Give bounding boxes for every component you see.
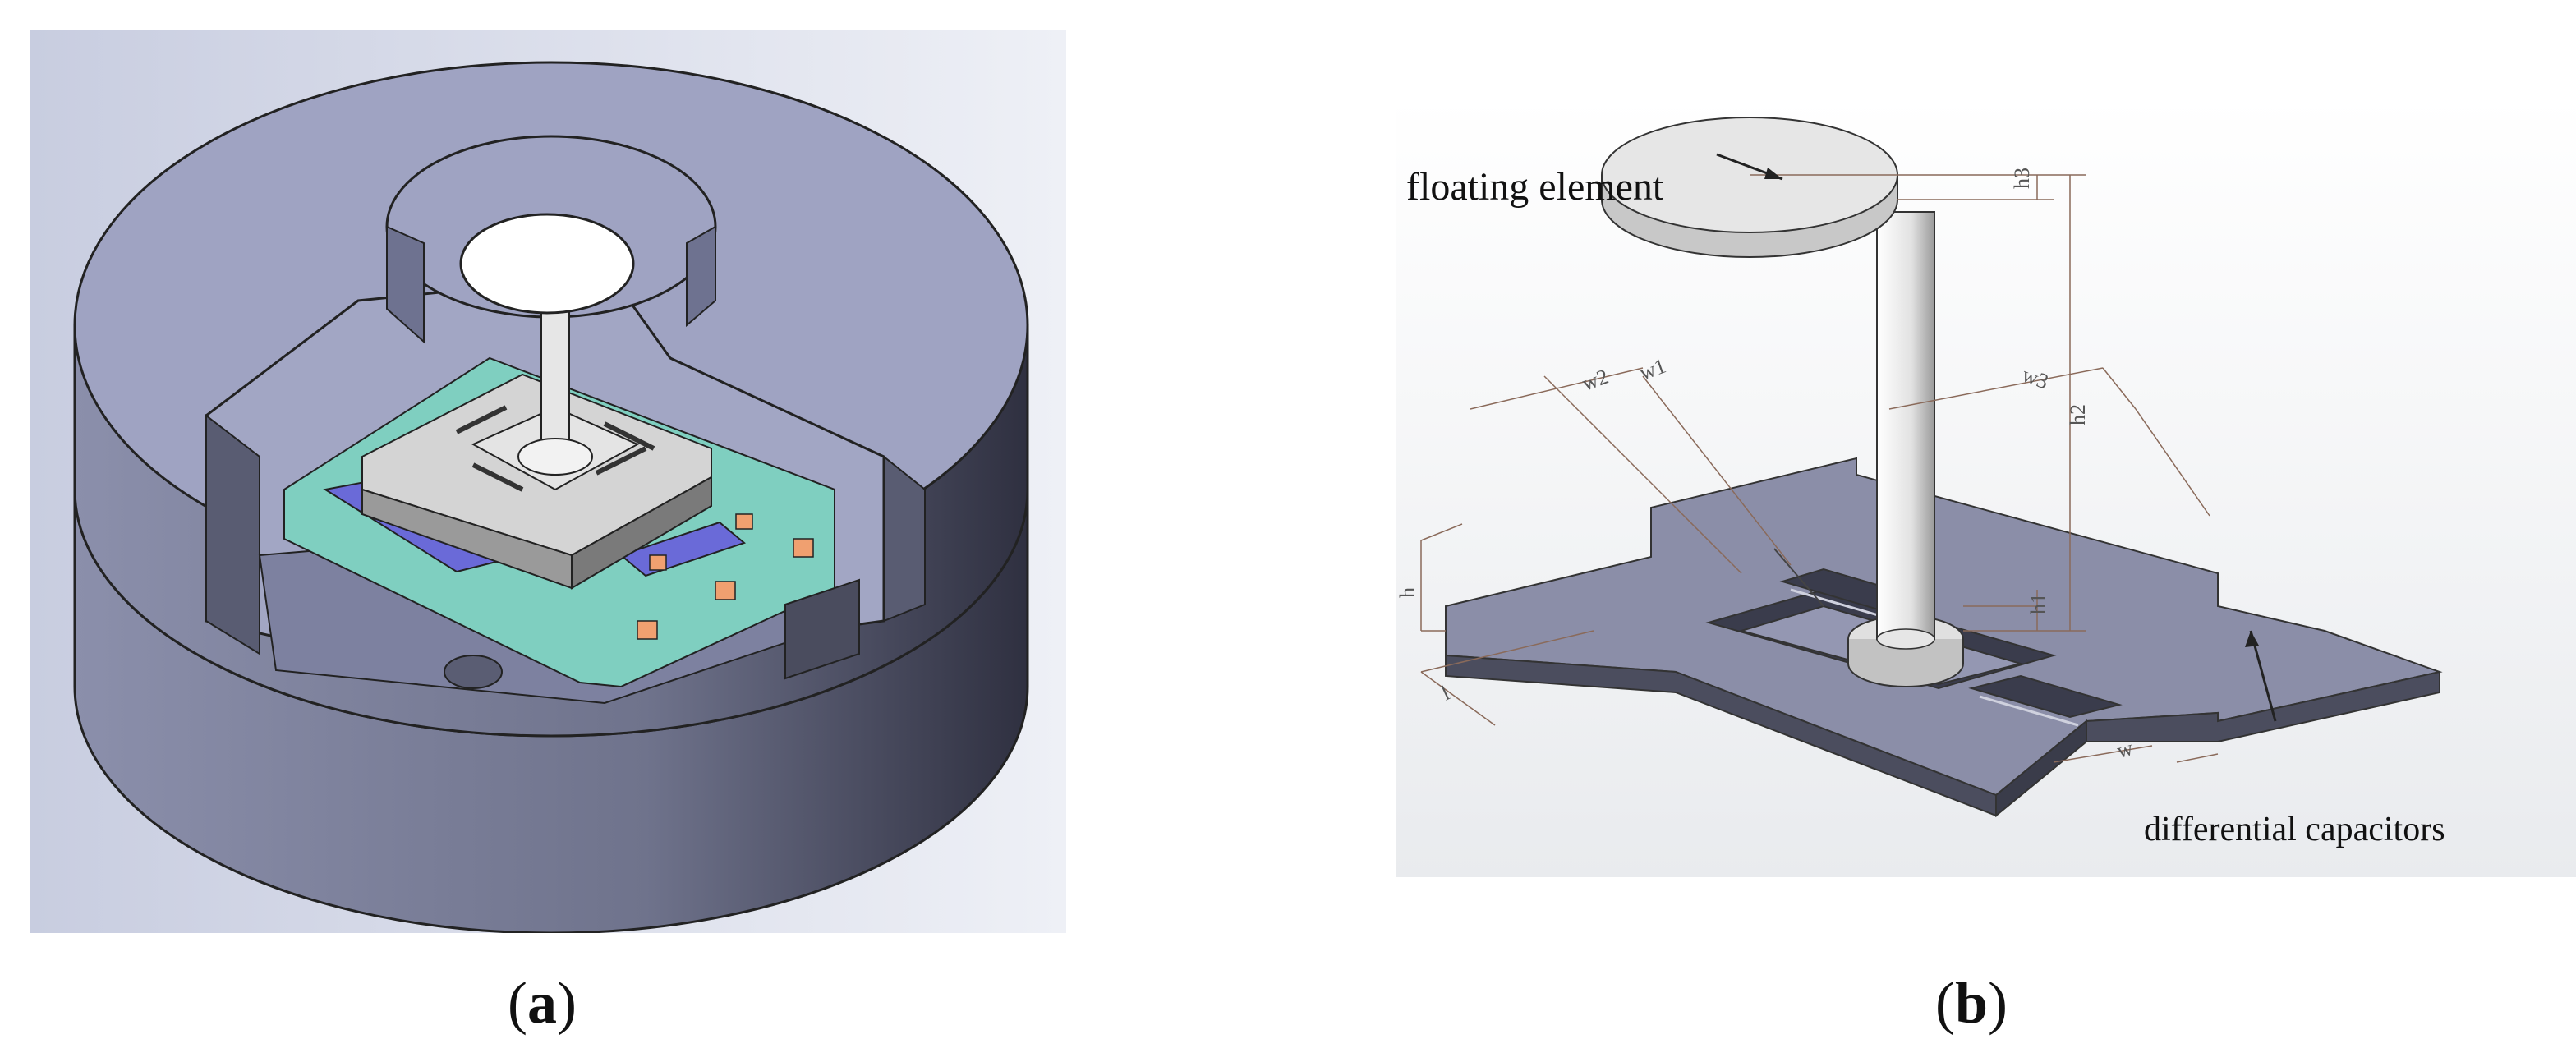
connector-block: [784, 578, 860, 680]
pad-3: [793, 538, 814, 558]
caption-a: (a): [508, 970, 577, 1036]
dim-h2: h2: [2066, 404, 2090, 425]
housing-cutaway-drawing: [30, 30, 1066, 933]
pad-4: [649, 554, 667, 571]
dim-h: h: [1396, 587, 1419, 598]
floating-element-drawing: h3 h2 h1 h l w2 w1 w3 w floating element…: [1396, 97, 2576, 877]
pillar: [1876, 211, 1935, 640]
pad-2: [715, 581, 736, 600]
floating-disc: [459, 213, 635, 315]
dim-h3: h3: [2010, 168, 2034, 189]
label-floating-element: floating element: [1406, 165, 1664, 209]
label-differential-capacitors: differential capacitors: [2144, 811, 2445, 848]
dimension-lines: [1420, 174, 2219, 763]
panel-b-floating-element-diagram: h3 h2 h1 h l w2 w1 w3 w floating element…: [1396, 97, 2576, 877]
caption-a-letter: a: [527, 970, 557, 1036]
panel-a-housing-illustration: [30, 30, 1066, 933]
pad-1: [637, 620, 658, 640]
caption-b-letter: b: [1954, 970, 1989, 1036]
dim-h1: h1: [2026, 593, 2050, 614]
housing-hole: [444, 655, 503, 689]
pad-5: [735, 513, 753, 530]
caption-b: (b): [1934, 970, 2008, 1036]
